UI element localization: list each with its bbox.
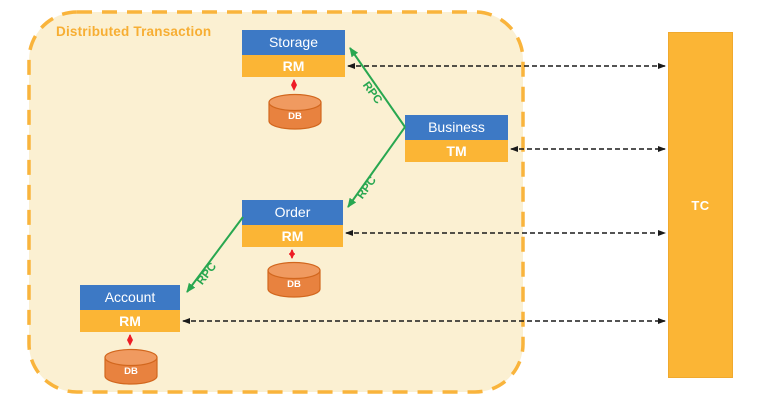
rpc-label: RPC (194, 260, 220, 288)
db-label: DB (288, 111, 302, 122)
database-cylinder-icon: DB (267, 261, 321, 298)
service-role-rm: RM (80, 310, 180, 332)
rpc-line-business-storage (349, 47, 406, 128)
rpc-label: RPC (360, 79, 384, 107)
service-role-rm: RM (242, 225, 343, 247)
database-cylinder-icon: DB (268, 93, 322, 130)
transaction-coordinator-box: TC (668, 32, 733, 378)
rpc-label: RPC (355, 174, 379, 202)
service-name-order: Order (242, 200, 343, 225)
service-box-storage: Storage RM (242, 30, 345, 77)
diagram-title: Distributed Transaction (56, 24, 212, 39)
service-name-account: Account (80, 285, 180, 310)
service-role-rm: RM (242, 55, 345, 77)
db-label: DB (124, 366, 138, 377)
tc-label: TC (691, 197, 710, 213)
database-cylinder-icon: DB (104, 348, 158, 385)
service-box-account: Account RM (80, 285, 180, 332)
service-role-tm: TM (405, 140, 508, 162)
service-box-business: Business TM (405, 115, 508, 162)
service-name-storage: Storage (242, 30, 345, 55)
db-label: DB (287, 279, 301, 290)
service-name-business: Business (405, 115, 508, 140)
service-box-order: Order RM (242, 200, 343, 247)
